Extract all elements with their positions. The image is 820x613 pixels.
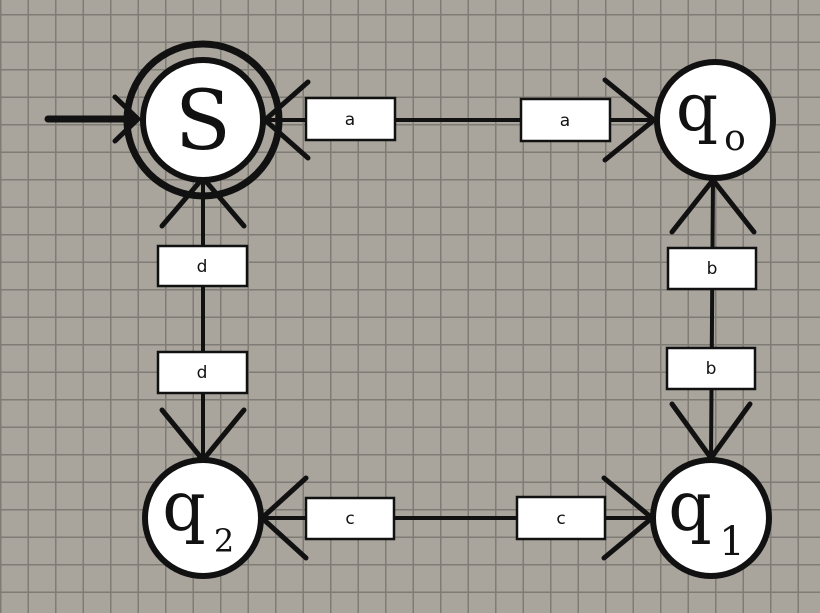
svg-text:d: d	[197, 363, 208, 383]
svg-text:d: d	[197, 257, 208, 277]
state-q0-subscript: o	[724, 118, 746, 159]
start-arrowhead	[112, 94, 141, 144]
state-q1[interactable]: q 1	[650, 457, 772, 579]
transition-label-q2-to-s[interactable]: d	[156, 244, 249, 288]
state-q1-circle	[650, 457, 772, 579]
svg-text:b: b	[707, 259, 718, 279]
transition-label-q1-to-q2[interactable]: c	[304, 496, 396, 541]
state-s-outer-ring	[123, 40, 283, 200]
state-q1-subscript: 1	[719, 519, 744, 565]
transition-label-q2-to-q1[interactable]: c	[515, 495, 607, 541]
state-q2-label: q	[162, 468, 206, 547]
state-q2[interactable]: q 2	[142, 457, 264, 579]
transition-label-s-to-q0[interactable]: a	[519, 97, 612, 143]
state-s-circle	[140, 57, 266, 183]
state-q1-label: q	[668, 468, 712, 547]
state-q0[interactable]: q o	[654, 59, 776, 181]
state-s-label: S	[175, 74, 231, 169]
svg-text:a: a	[560, 111, 570, 131]
state-q2-subscript: 2	[214, 522, 234, 560]
svg-text:c: c	[556, 509, 565, 529]
state-q0-label: q	[676, 69, 718, 146]
svg-text:b: b	[706, 359, 717, 379]
edge-q0-q1-line	[709, 176, 715, 462]
transition-label-q0-to-q1[interactable]: b	[665, 346, 757, 391]
svg-text:a: a	[345, 110, 355, 130]
transition-label-q0-to-s[interactable]: a	[304, 96, 397, 142]
state-s[interactable]: S	[123, 40, 283, 200]
transition-label-s-to-q2[interactable]: d	[156, 350, 249, 395]
state-q2-circle	[142, 457, 264, 579]
svg-text:c: c	[345, 509, 354, 529]
transition-label-q1-to-q0[interactable]: b	[666, 246, 758, 291]
state-q0-circle	[654, 59, 776, 181]
